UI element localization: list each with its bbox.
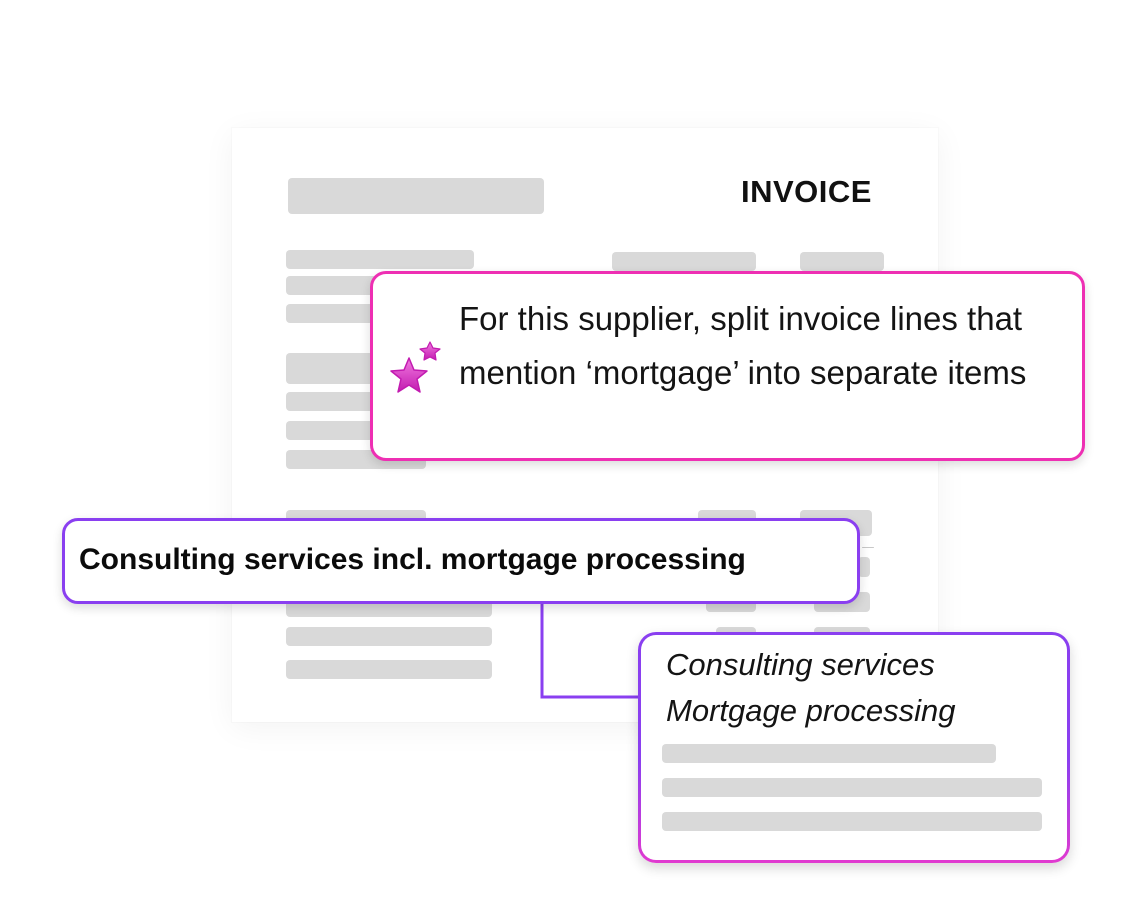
source-line-text: Consulting services incl. mortgage proce… bbox=[79, 543, 746, 576]
split-result-body: Consulting services Mortgage processing bbox=[641, 635, 1067, 860]
sparkle-stars-icon bbox=[387, 340, 443, 400]
placeholder-bar bbox=[662, 744, 996, 763]
placeholder-bar bbox=[612, 252, 756, 271]
placeholder-divider bbox=[862, 547, 874, 548]
placeholder-bar bbox=[662, 778, 1042, 797]
split-item: Consulting services bbox=[666, 647, 935, 682]
placeholder-bar bbox=[286, 627, 492, 646]
invoice-title: INVOICE bbox=[741, 174, 872, 209]
placeholder-bar bbox=[858, 557, 870, 577]
placeholder-bar bbox=[286, 660, 492, 679]
split-result-card: Consulting services Mortgage processing bbox=[638, 632, 1070, 863]
source-invoice-line: Consulting services incl. mortgage proce… bbox=[62, 518, 860, 604]
placeholder-logo-bar bbox=[288, 178, 544, 214]
placeholder-bar bbox=[286, 250, 474, 269]
instruction-callout: For this supplier, split invoice lines t… bbox=[370, 271, 1085, 461]
placeholder-bar bbox=[800, 252, 884, 271]
split-item: Mortgage processing bbox=[666, 693, 956, 728]
instruction-text: For this supplier, split invoice lines t… bbox=[459, 300, 1027, 391]
placeholder-bar bbox=[662, 812, 1042, 831]
